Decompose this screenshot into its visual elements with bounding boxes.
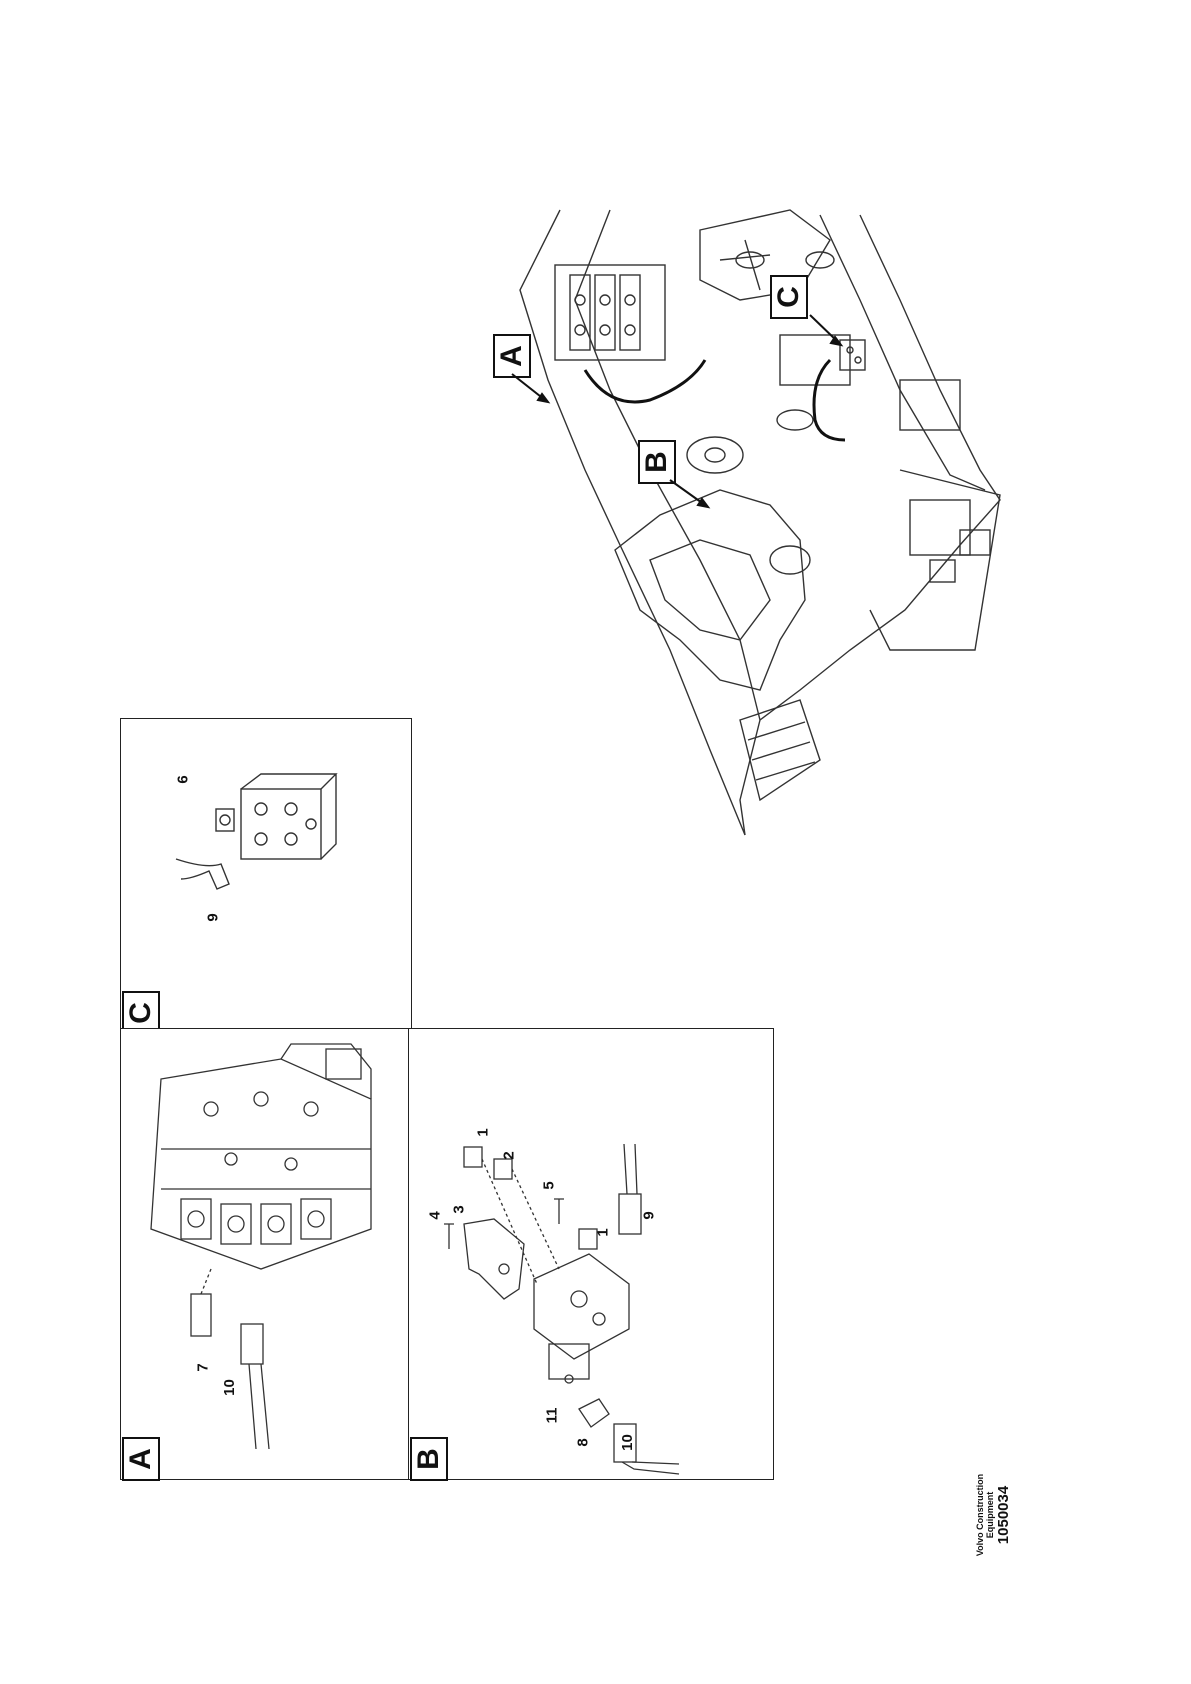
panel-a-drawing [150, 1043, 372, 1450]
part-number-8: 8 [574, 1438, 592, 1447]
callout-c-main: C [770, 275, 808, 319]
part-number-9: 9 [640, 1211, 658, 1220]
part-number-1-bottom: 1 [594, 1228, 612, 1237]
part-number-10: 10 [220, 1379, 238, 1396]
part-number-4: 4 [426, 1211, 444, 1220]
callout-a-main: A [493, 334, 531, 378]
callout-b-main: B [638, 440, 676, 484]
part-number-7: 7 [194, 1363, 212, 1372]
panel-b-label: B [410, 1437, 448, 1481]
panel-a-label: A [122, 1437, 160, 1481]
detail-panel-a: A 7 10 [120, 1028, 412, 1481]
brand-name-line2: Equipment [985, 1491, 995, 1539]
part-number-6: 6 [174, 775, 192, 784]
detail-panel-c: C 6 9 [120, 718, 412, 1035]
part-number-10: 10 [618, 1434, 636, 1451]
part-number-1-top: 1 [474, 1128, 492, 1137]
detail-panel-b: B 1 2 3 4 5 [408, 1028, 774, 1481]
part-number-5: 5 [540, 1181, 558, 1190]
panel-b-drawing [444, 1143, 680, 1475]
part-number-2: 2 [500, 1151, 518, 1160]
part-number-3: 3 [450, 1205, 468, 1214]
part-number-9: 9 [204, 913, 222, 922]
brand-block: Volvo Construction Equipment 1050034 [975, 1460, 1035, 1580]
brand-name-line1: Volvo Construction [975, 1473, 985, 1557]
part-number-11: 11 [543, 1407, 561, 1424]
drawing-code: 1050034 [995, 1485, 1012, 1545]
panel-c-drawing [175, 773, 338, 890]
